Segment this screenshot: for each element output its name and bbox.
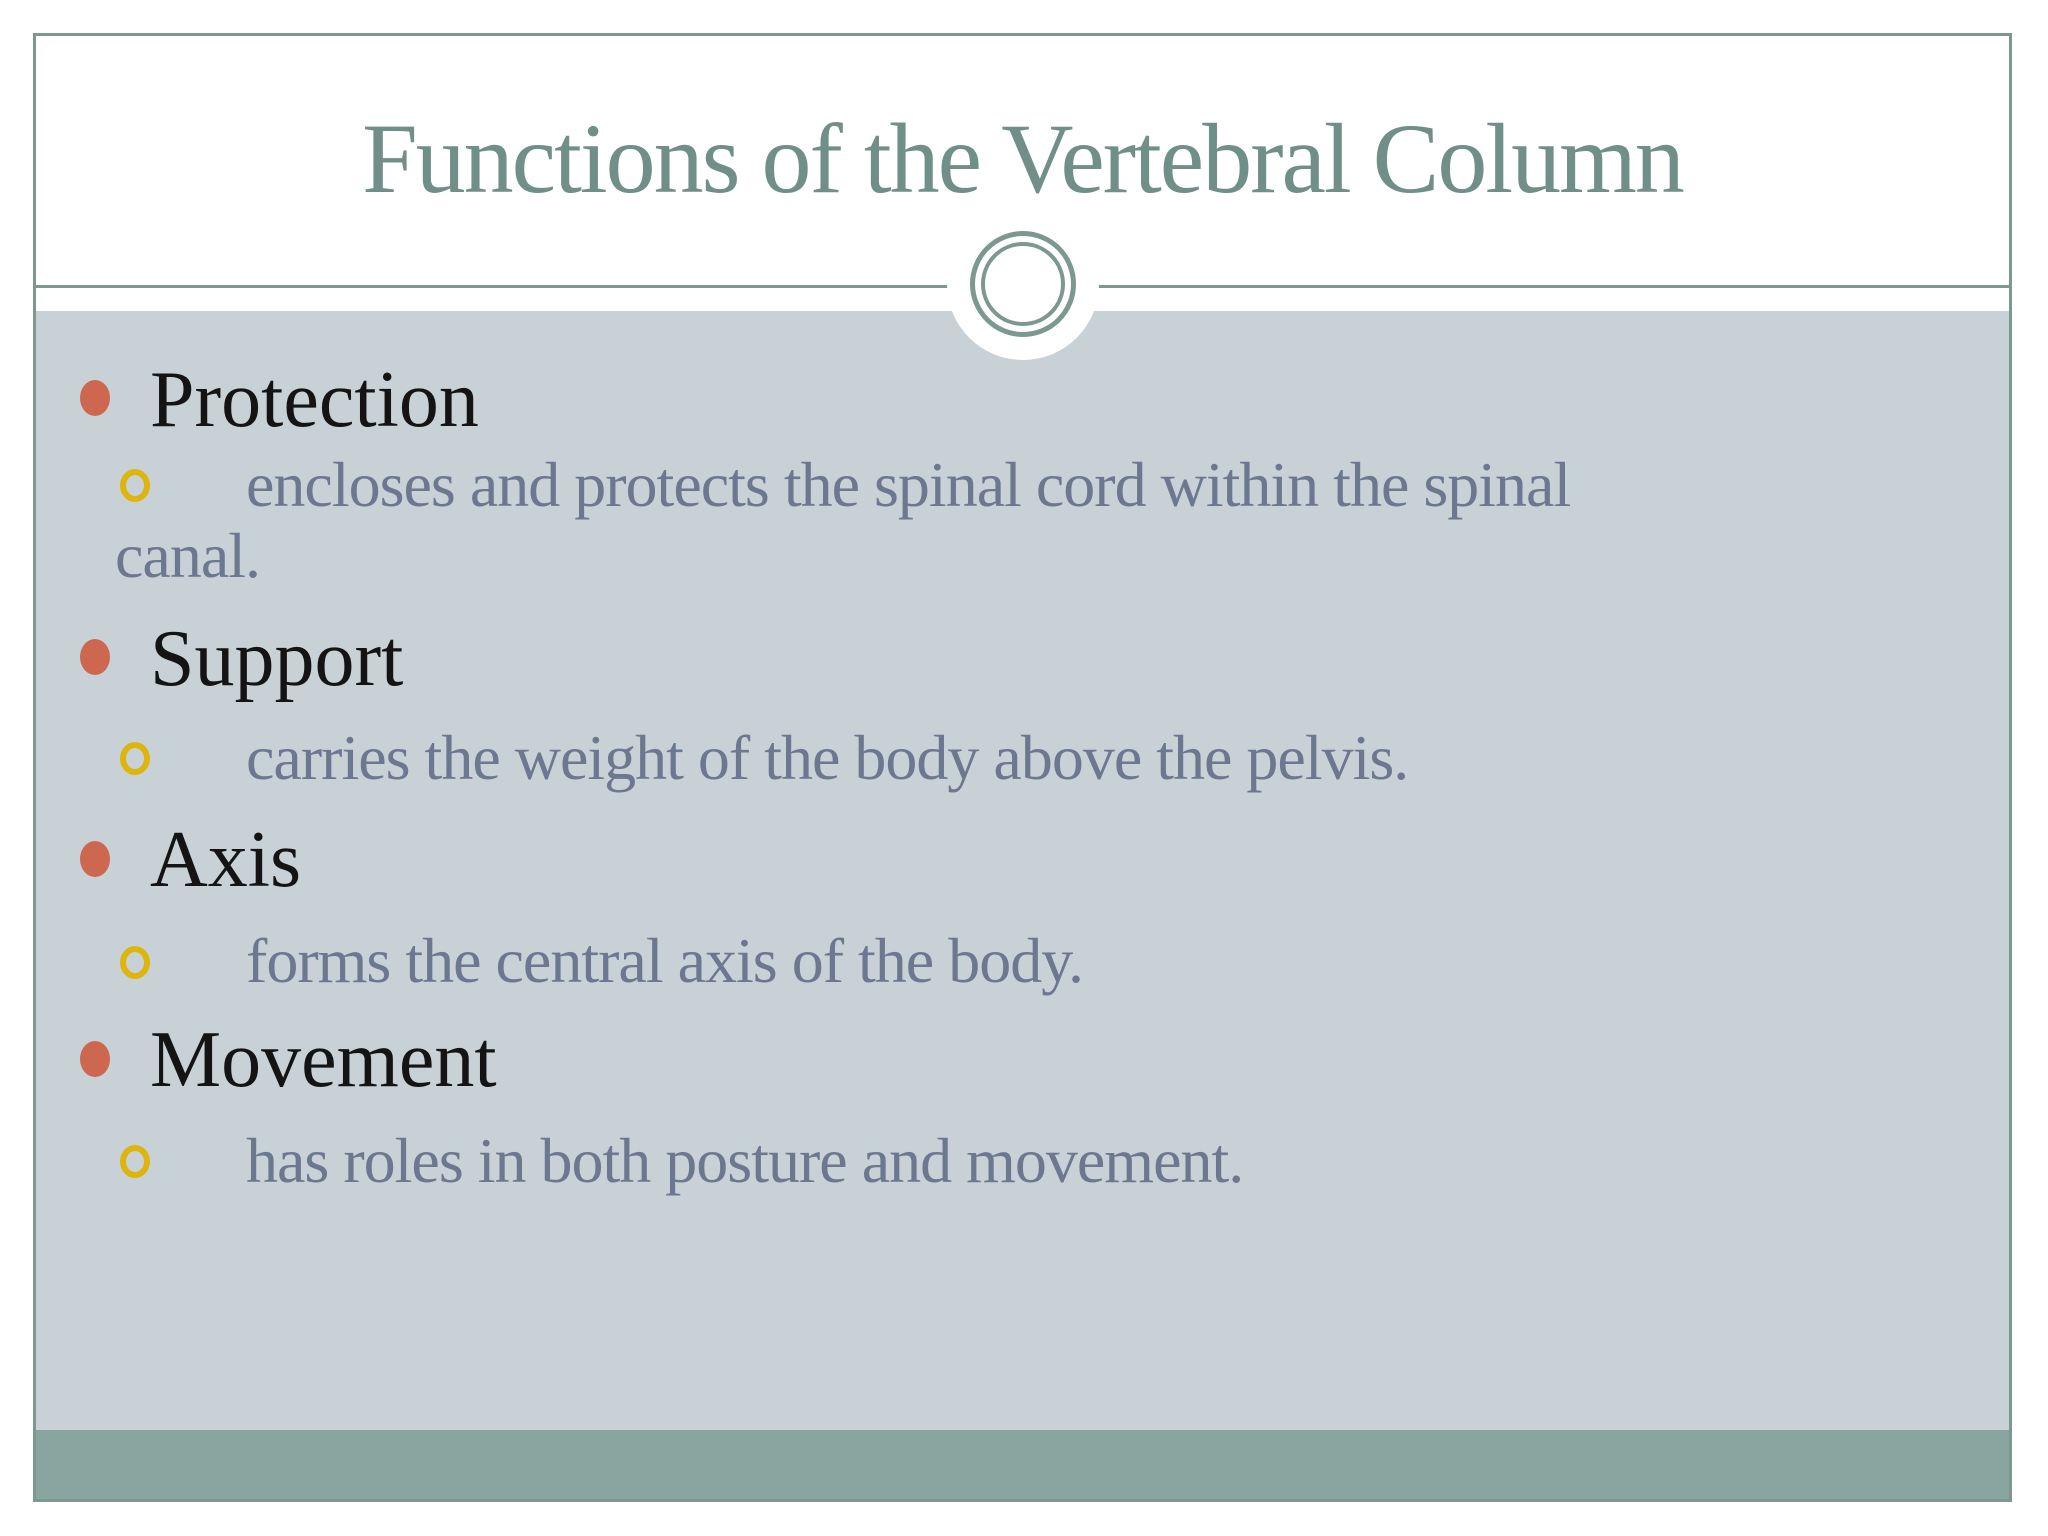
sub-bullet-text: carries the weight of the body above the…	[246, 722, 1409, 793]
sub-bullet-ring-icon	[120, 1145, 150, 1178]
bullet-label: Support	[150, 615, 404, 703]
content-panel	[36, 311, 2009, 1430]
bullet-label: Movement	[150, 1016, 497, 1104]
double-circle-ornament-icon	[969, 231, 1076, 337]
footer-bar	[36, 1430, 2009, 1499]
sub-bullet-ring-icon	[120, 742, 150, 775]
bullet-dot-icon	[80, 639, 110, 675]
bullet-label: Protection	[150, 356, 479, 444]
sub-bullet-ring-icon	[120, 946, 150, 979]
slide-title: Functions of the Vertebral Column	[362, 103, 1685, 214]
bullet-dot-icon	[80, 380, 110, 416]
sub-bullet-text: has roles in both posture and movement.	[246, 1125, 1244, 1196]
sub-bullet-ring-icon	[120, 469, 150, 502]
bullet-dot-icon	[80, 841, 110, 877]
sub-bullet-text: forms the central axis of the body.	[246, 925, 1084, 996]
sub-bullet-text-wrap: canal.	[115, 520, 261, 591]
double-circle-ornament-inner-icon	[980, 242, 1065, 326]
bullet-dot-icon	[80, 1041, 110, 1077]
slide-canvas: Functions of the Vertebral Column Protec…	[33, 33, 2012, 1502]
bullet-label: Axis	[150, 816, 302, 904]
sub-bullet-text: encloses and protects the spinal cord wi…	[246, 449, 1571, 520]
